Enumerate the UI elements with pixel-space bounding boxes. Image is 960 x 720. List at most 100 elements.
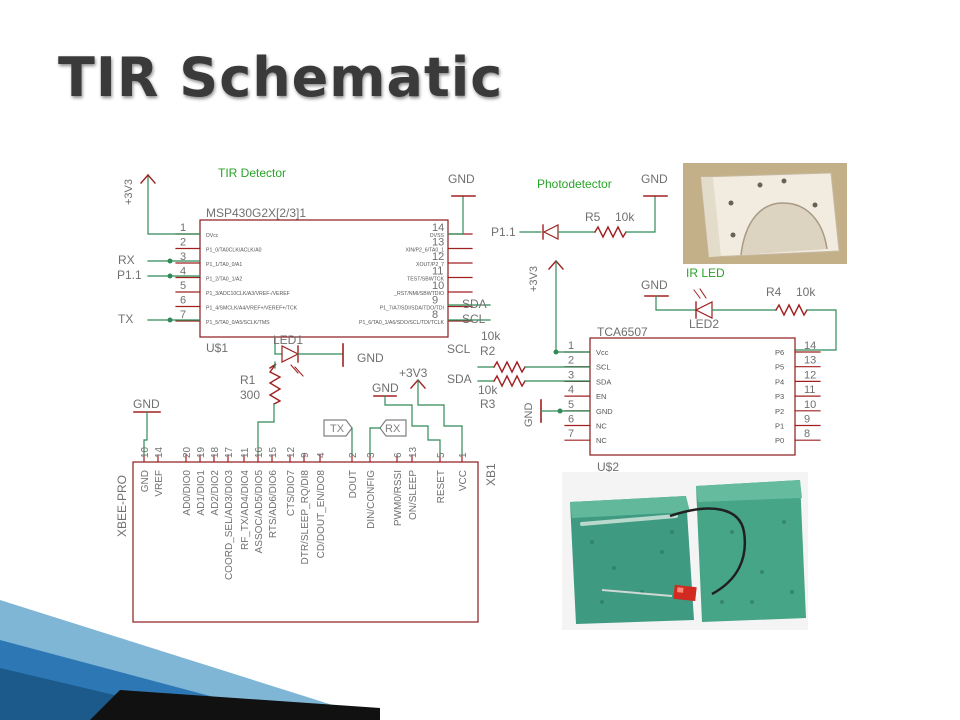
xbee-pin-number: 5	[436, 452, 447, 458]
photodiode-symbol	[542, 224, 559, 240]
msp430-pin-number: 1	[180, 222, 186, 234]
xbee-ref: XB1	[484, 463, 498, 486]
tca6507-pin-signal: EN	[596, 392, 606, 401]
xbee-pin-signal: ON/SLEEP	[408, 470, 419, 520]
xbee-pin-number: 9	[300, 452, 311, 458]
xbee-pin-number: 6	[393, 452, 404, 458]
v33-label-left: +3V3	[123, 179, 135, 205]
net-p11-label: P1.1	[117, 268, 142, 282]
xbee-pin-number: 18	[210, 446, 221, 458]
tca6507-pin-number: 1	[568, 340, 574, 352]
net-rx-label: RX	[118, 253, 135, 267]
gnd-label-irled: GND	[641, 278, 668, 292]
tca6507-pin-number: 4	[568, 384, 574, 396]
tca6507-pin-number: 11	[804, 384, 815, 396]
xbee-pin-number: 10	[140, 446, 151, 458]
tca6507-pin-signal: NC	[596, 436, 607, 445]
tca6507-pin-signal: P4	[775, 377, 784, 386]
msp430-pin-number: 6	[180, 295, 186, 307]
msp430-pin-number: 13	[432, 237, 444, 249]
msp430-pin-number: 4	[180, 266, 186, 278]
tca6507-pin-number: 3	[568, 369, 574, 381]
xbee-pin-signal: CD/DOUT_EN/DO8	[316, 470, 327, 559]
photodetector-net-label: P1.1	[491, 225, 516, 239]
xbee-pin-number: 17	[224, 446, 235, 458]
r2-value: 10k	[481, 329, 501, 343]
xbee-pin-signal: VCC	[458, 470, 469, 491]
msp430-pin-signal: P1_4/SMCLK/A4/VREF+/VEREF+/TCK	[206, 306, 298, 312]
gnd-label-xbee: GND	[133, 397, 160, 411]
tca6507-pin-signal: P2	[775, 407, 784, 416]
msp430-pin-number: 2	[180, 237, 186, 249]
tca6507-pin-signal: P3	[775, 392, 784, 401]
v33-label-tca: +3V3	[528, 266, 540, 292]
tir-detector-heading: TIR Detector	[218, 166, 286, 180]
xbee-pin-signal: AD2/DIO2	[210, 470, 221, 516]
tca6507-pin-signal: Vcc	[596, 348, 609, 357]
xbee-module-body	[132, 461, 479, 623]
msp430-pin-signal: P1_2/TA0_1/A2	[206, 277, 242, 283]
msp430-pin-number: 14	[432, 222, 444, 234]
r3-value: 10k	[478, 383, 498, 397]
xbee-pin-signal: DOUT	[348, 470, 359, 498]
xbee-pin-signal: COORD_SEL/AD3/DIO3	[224, 470, 235, 580]
r4-value: 10k	[796, 285, 816, 299]
xbee-pin-signal: GND	[140, 470, 151, 492]
tca6507-pin-number: 12	[804, 369, 816, 381]
r2-resistor	[493, 360, 526, 374]
xbee-pin-number: 2	[348, 452, 359, 458]
msp430-pin-signal: DVcc	[206, 233, 219, 239]
tca6507-pin-number: 14	[804, 340, 816, 352]
msp430-pin-signal: TEST/SBWTCK	[407, 277, 444, 283]
r5-resistor	[594, 225, 627, 239]
net-scl-label-msp: SCL	[462, 312, 486, 326]
tx-net-flag	[323, 419, 353, 437]
tca6507-chip-body	[589, 337, 796, 456]
msp430-pin-number: 9	[432, 295, 438, 307]
led1-ref: LED1	[273, 333, 303, 347]
gnd-label-mid: GND	[372, 381, 399, 395]
xbee-pin-number: 19	[196, 446, 207, 458]
net-sda-label-tca: SDA	[447, 372, 472, 386]
r3-resistor	[493, 374, 526, 388]
xbee-pin-signal: DIN/CONFIG	[366, 470, 377, 529]
msp430-pin-signal: P1_5/TA0_0/A5/SCLK/TMS	[206, 320, 270, 326]
msp430-pin-number: 10	[432, 280, 444, 292]
sensor-housing-photo	[683, 163, 847, 264]
tca6507-pin-signal: SCL	[596, 363, 611, 372]
tca6507-pin-signal: GND	[596, 407, 613, 416]
msp430-pin-number: 8	[432, 309, 438, 321]
xbee-pin-signal: CTS/DIO7	[286, 470, 297, 517]
msp430-pin-signal: _RST/NMI/SBWTDIO	[393, 291, 444, 297]
led-housing-photo	[562, 472, 808, 630]
tca6507-pin-signal: P1	[775, 422, 784, 431]
xbee-pin-signal: ASSOC/AD5/DIO5	[254, 470, 265, 554]
r4-resistor	[775, 303, 808, 317]
tca6507-part-name: TCA6507	[597, 325, 648, 339]
photodetector-heading: Photodetector	[537, 177, 612, 191]
msp430-pin-number: 11	[432, 266, 443, 278]
r3-ref: R3	[480, 397, 496, 411]
msp430-pin-signal: P1_7/A7/SDI/SDA/TDO/TDI	[380, 306, 444, 312]
slide-ribbon-decoration	[0, 600, 380, 720]
xbee-pin-number: 12	[286, 446, 297, 458]
xbee-pin-number: 16	[254, 446, 265, 458]
xbee-pin-number: 14	[154, 446, 165, 458]
xbee-pin-signal: RF_TX/AD4/DIO4	[240, 470, 251, 550]
xbee-pin-number: 1	[458, 452, 469, 458]
msp430-pin-number: 5	[180, 280, 186, 292]
tca6507-pin-number: 9	[804, 414, 810, 426]
msp430-chip-body	[199, 219, 449, 338]
msp430-pin-signal: XIN/P2_6/TA0_1	[405, 248, 444, 254]
tca6507-pin-signal: SDA	[596, 377, 611, 386]
v33-label-mid: +3V3	[399, 366, 428, 380]
msp430-part-name: MSP430G2X[2/3]1	[206, 206, 306, 220]
msp430-ref: U$1	[206, 341, 228, 355]
tca6507-pin-signal: P6	[775, 348, 784, 357]
xbee-pin-number: 4	[316, 452, 327, 458]
tca6507-pin-number: 10	[804, 399, 816, 411]
xbee-pin-signal: AD0/DIO0	[182, 470, 193, 516]
rx-flag-label: RX	[385, 423, 401, 435]
xbee-pin-signal: AD1/DIO1	[196, 470, 207, 516]
